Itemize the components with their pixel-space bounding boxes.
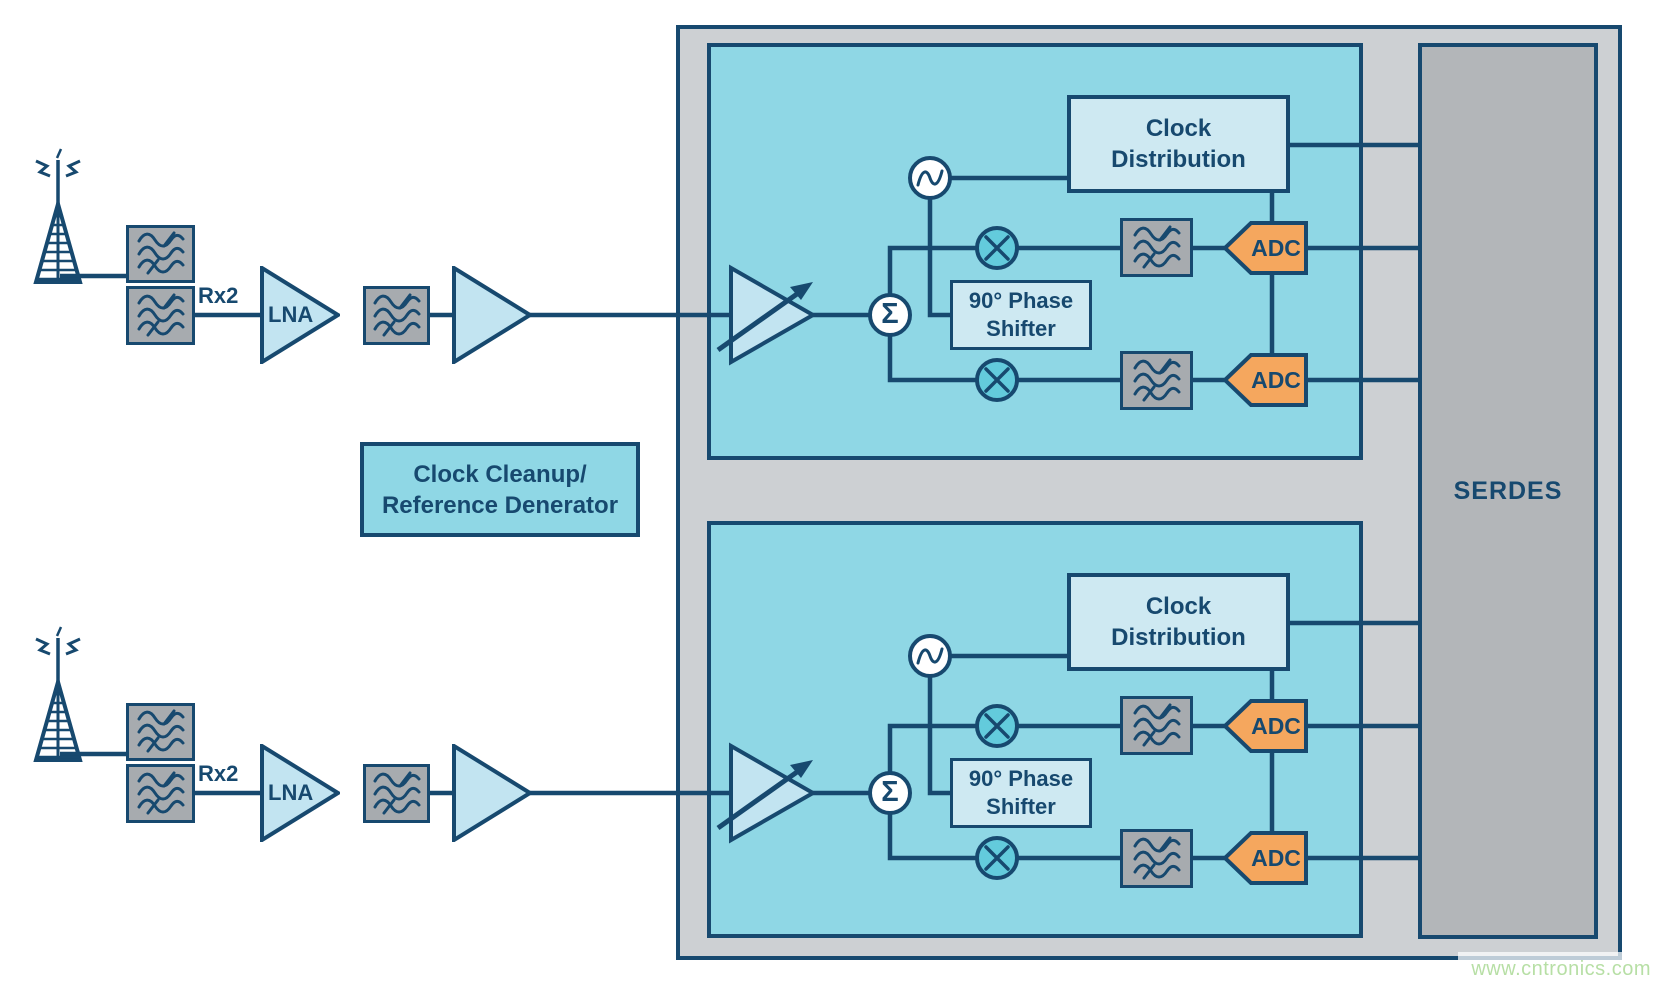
- filter-icon: [1133, 703, 1180, 746]
- amp-triangle-icon: [260, 264, 342, 366]
- adc-block: ADC: [1222, 221, 1309, 275]
- watermark-text: www.cntronics.com: [1471, 958, 1651, 980]
- clock-distribution-label-line2: Distribution: [1111, 146, 1246, 173]
- phase-shifter-block: 90° Phase Shifter: [950, 758, 1092, 828]
- lna-label: LNA: [268, 302, 314, 327]
- filter-block: [1120, 351, 1193, 410]
- summing-node: Σ: [868, 771, 912, 815]
- mixer-node: [975, 226, 1019, 270]
- signal-wires: [60, 142, 1420, 383]
- vga-block: [712, 740, 820, 848]
- gain-amp-block: [452, 742, 534, 844]
- filter-block: [1120, 218, 1193, 277]
- serdes-block: SERDES: [1418, 43, 1598, 939]
- phase-shifter-label-line2: Shifter: [986, 316, 1056, 341]
- antenna-icon: [33, 626, 83, 762]
- filter-block: [1120, 696, 1193, 755]
- adc-pentagon-icon: [1222, 831, 1308, 885]
- adc-block: ADC: [1222, 353, 1309, 407]
- mixer-node: [975, 704, 1019, 748]
- vga-arrow-icon: [716, 742, 818, 844]
- lna-label: LNA: [268, 780, 314, 805]
- adc-label: ADC: [1251, 712, 1301, 739]
- adc-block: ADC: [1222, 699, 1309, 753]
- lna-block: LNA: [260, 742, 342, 844]
- adc-block: ADC: [1222, 831, 1309, 885]
- filter-block: [126, 286, 195, 345]
- filter-block: [126, 764, 195, 823]
- filter-icon: [137, 293, 184, 336]
- gain-amp-block: [452, 264, 534, 366]
- antenna-icon: [33, 148, 83, 284]
- clock-distribution-label-line1: Clock: [1145, 115, 1212, 142]
- filter-icon: [137, 709, 184, 753]
- serdes-label: SERDES: [1453, 476, 1563, 505]
- filter-block: [126, 225, 195, 283]
- adc-label: ADC: [1251, 844, 1301, 871]
- oscillator-node: [908, 156, 952, 200]
- clock-distribution-block: Clock Distribution: [1067, 573, 1290, 671]
- filter-icon: [137, 231, 184, 275]
- filter-block: [363, 764, 430, 823]
- filter-icon: [1133, 358, 1180, 401]
- mixer-node: [975, 358, 1019, 402]
- adc-label: ADC: [1251, 366, 1301, 393]
- phase-shifter-label-line1: 90° Phase: [968, 766, 1074, 791]
- rx-channel-2: Rx2 LNA: [0, 478, 1663, 987]
- filter-block: [126, 703, 195, 761]
- sine-icon: [916, 169, 944, 187]
- adc-pentagon-icon: [1222, 221, 1308, 275]
- oscillator-node: [908, 634, 952, 678]
- rx2-label: Rx2: [198, 761, 239, 786]
- vga-arrow-icon: [716, 264, 818, 366]
- vga-block: [712, 262, 820, 370]
- filter-icon: [1133, 836, 1180, 879]
- filter-icon: [373, 293, 420, 336]
- filter-block: [1120, 829, 1193, 888]
- mixer-node: [975, 836, 1019, 880]
- clock-cleanup-label-line2: Reference Denerator: [381, 491, 619, 519]
- mixer-x-icon: [984, 367, 1010, 393]
- amp-triangle-icon: [452, 264, 534, 366]
- phase-shifter-block: 90° Phase Shifter: [950, 280, 1092, 350]
- mixer-x-icon: [984, 235, 1010, 261]
- rx2-label: Rx2: [198, 283, 239, 308]
- adc-pentagon-icon: [1222, 353, 1308, 407]
- phase-shifter-label-line1: 90° Phase: [968, 288, 1074, 313]
- clock-cleanup-label-line1: Clock Cleanup/: [413, 460, 587, 488]
- amp-triangle-icon: [452, 742, 534, 844]
- filter-icon: [373, 771, 420, 814]
- amp-triangle-icon: [260, 742, 342, 844]
- filter-block: [363, 286, 430, 345]
- filter-icon: [1133, 225, 1180, 268]
- phase-shifter-label-line2: Shifter: [986, 794, 1056, 819]
- filter-icon: [137, 771, 184, 814]
- clock-distribution-label-line2: Distribution: [1111, 624, 1246, 651]
- sine-icon: [916, 647, 944, 665]
- summing-node: Σ: [868, 293, 912, 337]
- mixer-x-icon: [984, 713, 1010, 739]
- mixer-x-icon: [984, 845, 1010, 871]
- sigma-symbol: Σ: [881, 298, 899, 330]
- clock-distribution-block: Clock Distribution: [1067, 95, 1290, 193]
- watermark: www.cntronics.com: [1458, 952, 1663, 987]
- lna-block: LNA: [260, 264, 342, 366]
- signal-wires: [60, 620, 1420, 861]
- wires-layer: [60, 620, 1420, 861]
- adc-pentagon-icon: [1222, 699, 1308, 753]
- clock-cleanup-block: Clock Cleanup/ Reference Denerator: [360, 442, 640, 537]
- sigma-symbol: Σ: [881, 776, 899, 808]
- clock-distribution-label-line1: Clock: [1145, 593, 1212, 620]
- adc-label: ADC: [1251, 234, 1301, 261]
